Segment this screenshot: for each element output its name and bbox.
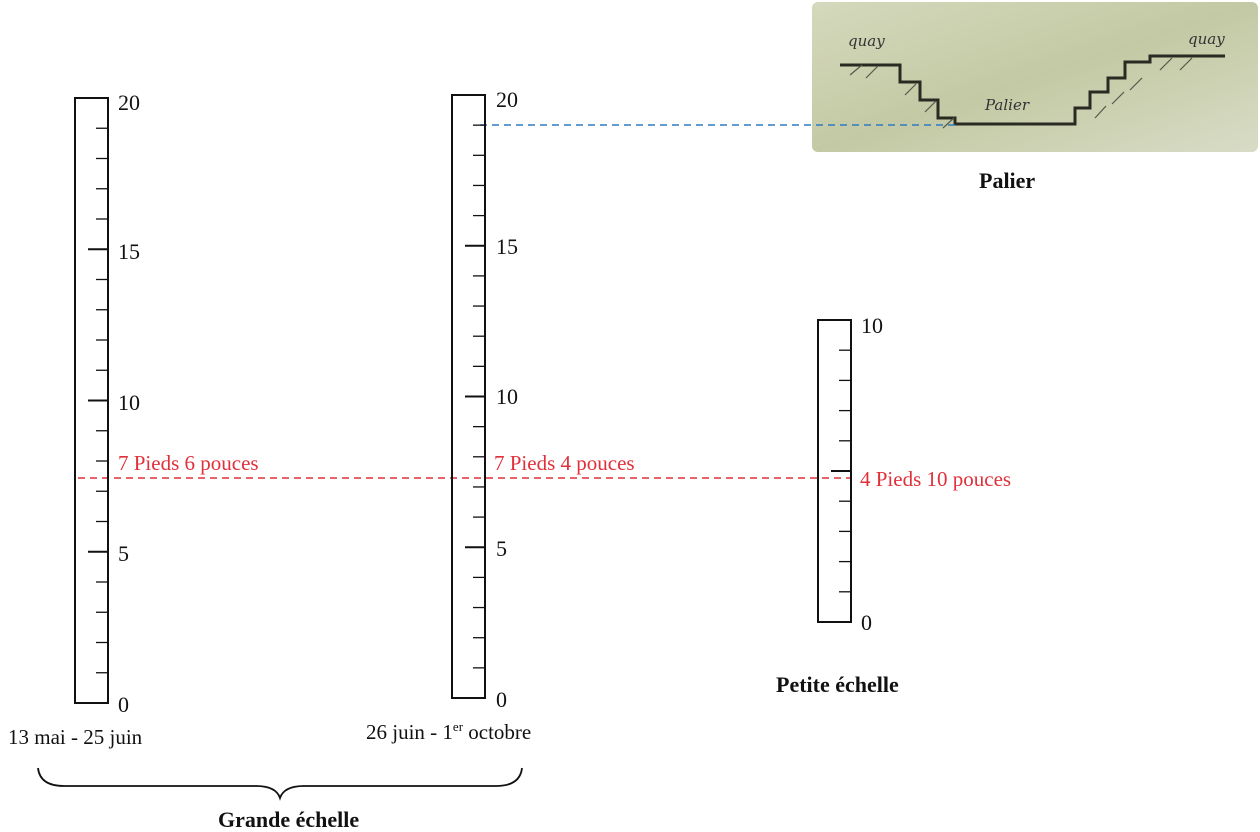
period-label: 26 juin - 1er octobre: [366, 719, 531, 744]
sketch-label-right: quay: [1188, 30, 1225, 48]
sketch-stairs: [840, 54, 1225, 126]
grande-echelle-1: 20 15 10 5 0 7 Pieds 6 pouces 13 mai - 2…: [8, 90, 259, 749]
tick-label-15: 15: [118, 239, 140, 264]
period-label: 13 mai - 25 juin: [8, 725, 143, 749]
sketch-label-center: Palier: [984, 96, 1030, 114]
petite-echelle: 10 0 4 Pieds 10 pouces: [817, 313, 1011, 635]
sketch-label-left: quay: [848, 32, 885, 50]
palier-title: Palier: [979, 168, 1035, 193]
tick-label-10: 10: [861, 313, 883, 338]
sketch-paper: [812, 2, 1258, 152]
reading-label: 7 Pieds 4 pouces: [494, 451, 635, 475]
period-sup: er: [453, 719, 464, 734]
tick-label-20: 20: [118, 90, 140, 115]
tick-label-10: 10: [118, 390, 140, 415]
scale-ticks: [88, 127, 108, 674]
reading-label: 4 Pieds 10 pouces: [860, 467, 1011, 491]
grande-echelle-brace: [37, 767, 523, 801]
sketch-hatching: [849, 57, 1193, 129]
tick-label-0: 0: [496, 687, 507, 712]
petite-echelle-title: Petite échelle: [776, 672, 899, 697]
period-tail: octobre: [463, 720, 531, 744]
scale-ticks: [831, 349, 851, 593]
tick-label-10: 10: [496, 384, 518, 409]
scale-ticks: [465, 124, 485, 669]
grande-echelle-title: Grande échelle: [218, 807, 359, 832]
reading-label: 7 Pieds 6 pouces: [118, 451, 259, 475]
tick-label-0: 0: [118, 692, 129, 717]
period-main: 26 juin - 1: [366, 720, 453, 744]
tick-label-15: 15: [496, 234, 518, 259]
tick-label-20: 20: [496, 87, 518, 112]
palier-sketch: quay quay Palier: [812, 2, 1258, 152]
tick-label-0: 0: [861, 610, 872, 635]
grande-echelle-2: 20 15 10 5 0 7 Pieds 4 pouces 26 juin - …: [366, 87, 635, 744]
tick-label-5: 5: [118, 541, 129, 566]
tick-label-5: 5: [496, 536, 507, 561]
